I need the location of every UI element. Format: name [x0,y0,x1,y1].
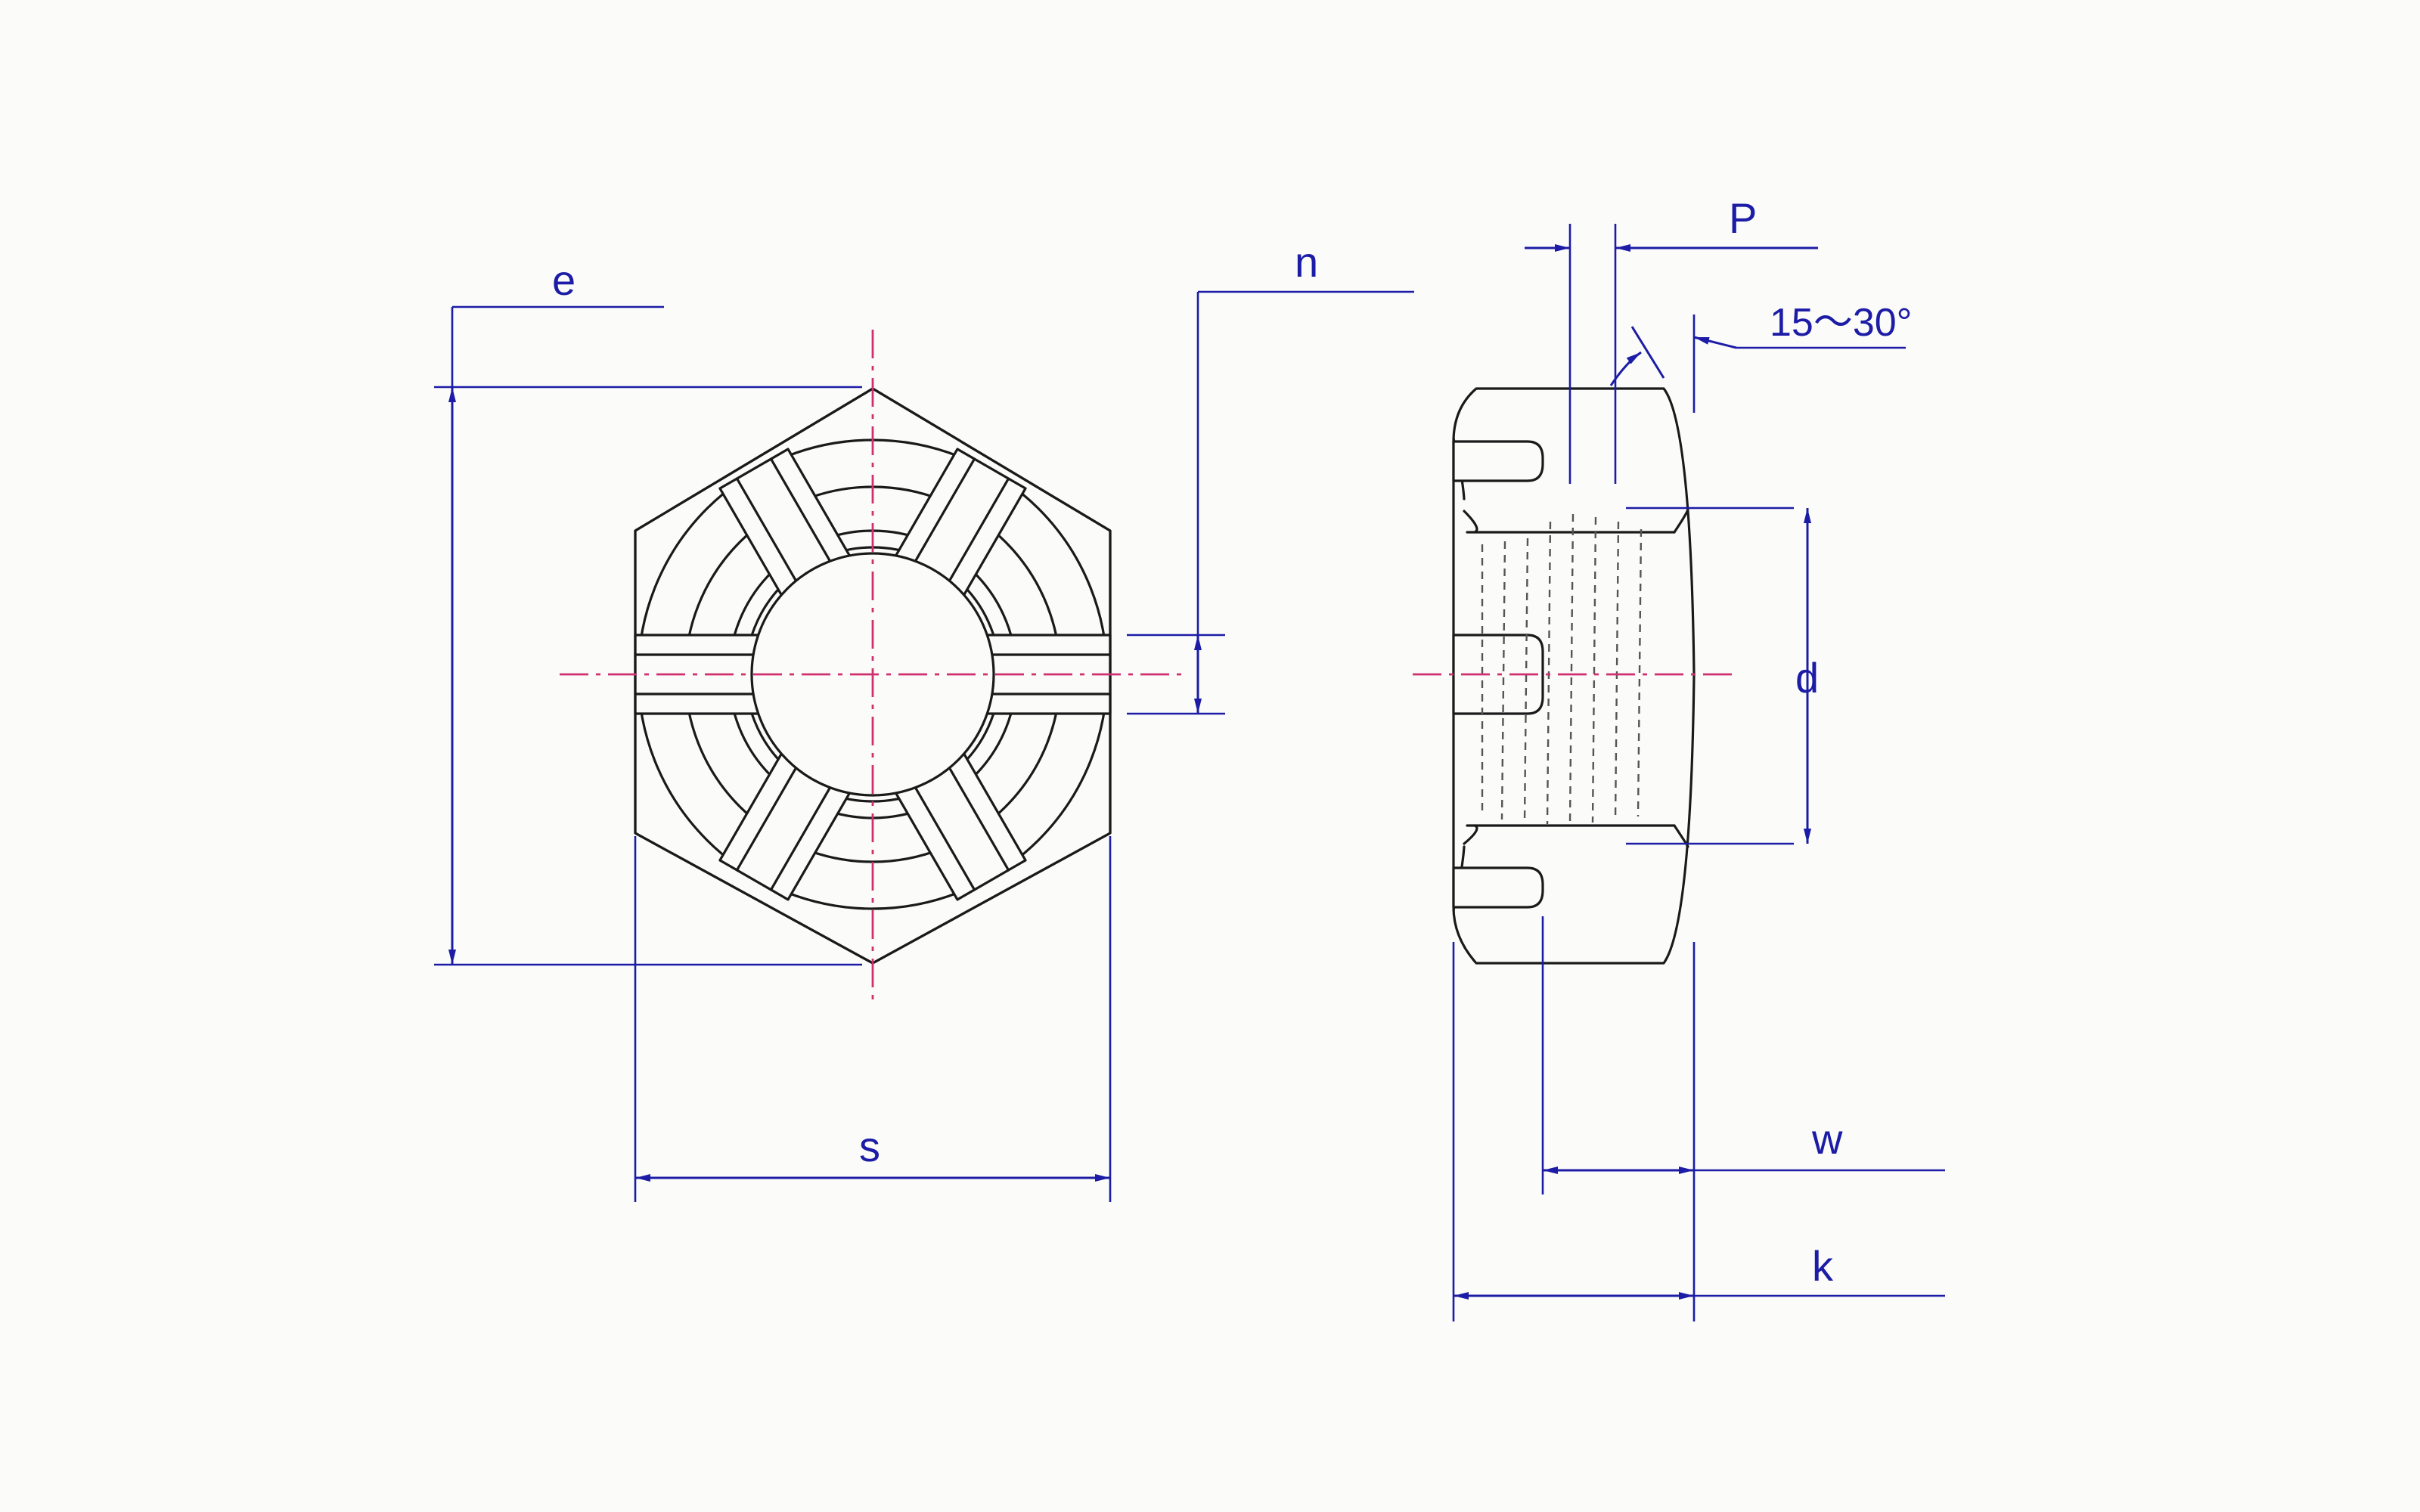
label-angle: 15～30° [1770,301,1912,345]
dimension-n: n [1127,238,1414,715]
dimension-angle: 15～30° [1609,301,1912,413]
label-e: e [552,256,576,304]
label-d: d [1795,654,1819,702]
dimension-w: w [1541,916,1945,1321]
side-slot-bottom [1452,866,1544,909]
label-n: n [1295,238,1318,286]
dimension-e: e [434,256,862,966]
label-s: s [859,1123,880,1170]
dimension-d: d [1626,507,1819,845]
dimension-s: s [634,836,1112,1202]
hidden-thread-lines [1481,513,1643,825]
side-view [1413,387,1732,965]
front-view [560,330,1187,1005]
label-p: P [1729,194,1757,242]
dimension-p: P [1525,194,1818,484]
side-slot-top [1452,440,1544,482]
dimension-k: k [1452,942,1945,1321]
label-w: w [1811,1115,1843,1163]
label-k: k [1812,1242,1834,1290]
